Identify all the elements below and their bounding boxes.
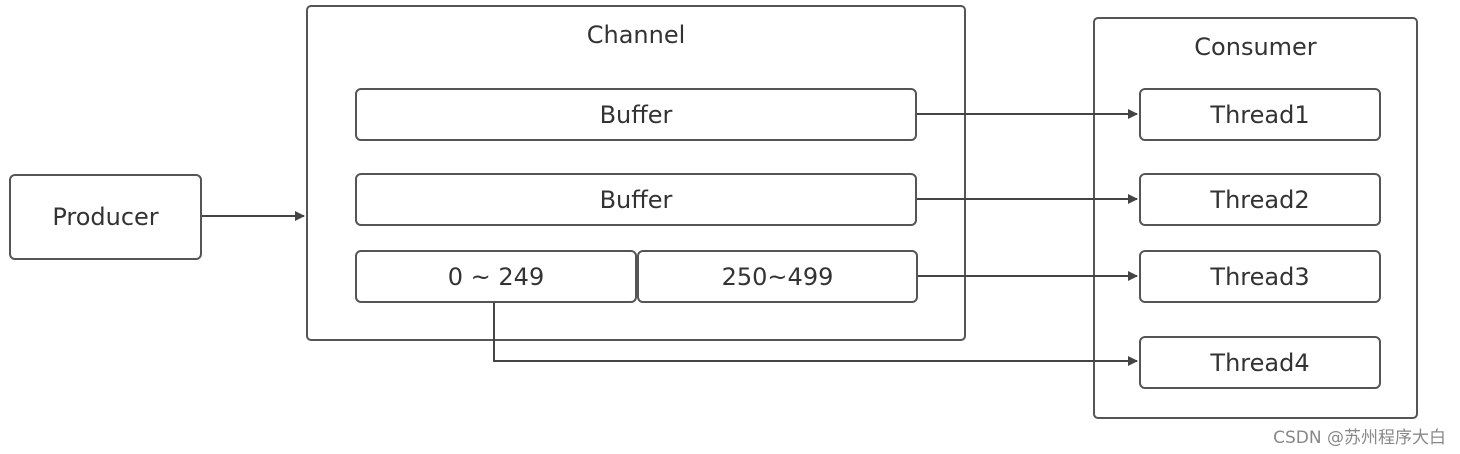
- channel-range-low: 0 ~ 249: [355, 250, 637, 303]
- thread-3-label: Thread3: [1210, 262, 1310, 291]
- producer-label: Producer: [52, 203, 159, 231]
- channel-buffer-2: Buffer: [355, 173, 917, 226]
- range-high-label: 250~499: [721, 262, 834, 291]
- channel-range-high: 250~499: [637, 250, 918, 303]
- thread-2-label: Thread2: [1210, 185, 1310, 214]
- consumer-title: Consumer: [1194, 33, 1317, 61]
- thread-4-label: Thread4: [1210, 348, 1310, 377]
- thread-1-label: Thread1: [1210, 100, 1310, 129]
- consumer-thread-1: Thread1: [1139, 88, 1381, 141]
- producer-node: Producer: [9, 174, 202, 260]
- consumer-thread-3: Thread3: [1139, 250, 1381, 303]
- consumer-thread-4: Thread4: [1139, 336, 1381, 389]
- watermark: CSDN @苏州程序大白: [1273, 428, 1446, 448]
- buffer-1-label: Buffer: [599, 100, 673, 129]
- range-low-to-thread4-arrow: [493, 303, 1138, 366]
- consumer-thread-2: Thread2: [1139, 173, 1381, 226]
- channel-title: Channel: [586, 21, 686, 49]
- buffer-2-label: Buffer: [599, 185, 673, 214]
- channel-buffer-1: Buffer: [355, 88, 917, 141]
- range-low-label: 0 ~ 249: [447, 262, 545, 291]
